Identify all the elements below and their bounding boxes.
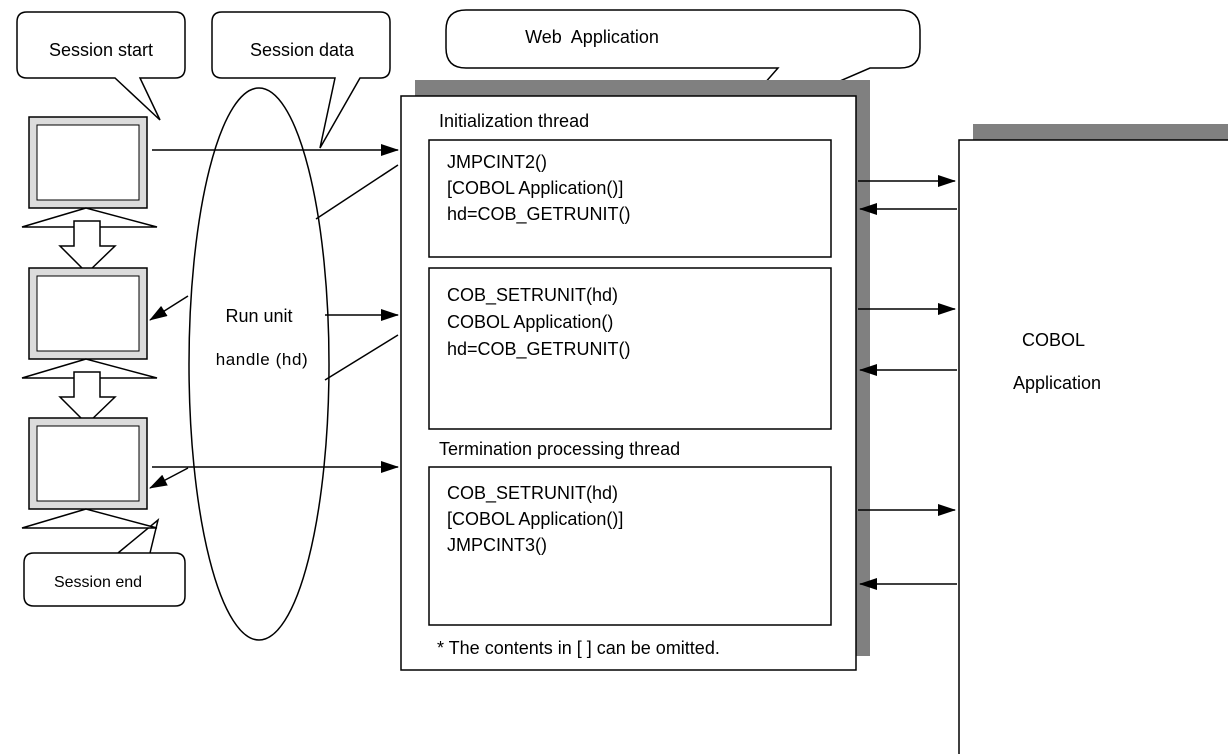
session-start-label: Session start [49, 40, 153, 60]
init-line-1: JMPCINT2() [447, 152, 547, 172]
session-data-label: Session data [250, 40, 355, 60]
term-line-1: COB_SETRUNIT(hd) [447, 483, 618, 504]
session-end-label: Session end [54, 574, 142, 591]
run-unit-label: Run unit [225, 306, 292, 326]
transition-arrow-2 [58, 371, 117, 426]
mid-line-3: hd=COB_GETRUNIT() [447, 339, 631, 360]
session-connectors [149, 144, 399, 489]
transition-arrow-1 [58, 220, 117, 275]
monitor-1 [21, 116, 158, 228]
request-thread-box [428, 267, 832, 430]
callout-session-end: Session end [23, 517, 186, 607]
callout-session-start: Session start [16, 11, 186, 121]
mid-line-2: COBOL Application() [447, 312, 613, 332]
monitor-2 [21, 267, 158, 379]
term-line-2: [COBOL Application()] [447, 509, 623, 529]
init-line-3: hd=COB_GETRUNIT() [447, 204, 631, 225]
init-thread-label: Initialization thread [439, 111, 589, 131]
footnote: * The contents in [ ] can be omitted. [437, 638, 720, 658]
application-label: Application [1013, 373, 1101, 393]
term-line-3: JMPCINT3() [447, 535, 547, 555]
mid-line-1: COB_SETRUNIT(hd) [447, 285, 618, 306]
web-application-label: Web Application [525, 27, 659, 47]
init-line-2: [COBOL Application()] [447, 178, 623, 198]
cobol-app-frame [958, 139, 1228, 754]
run-unit-handle-label: handle (hd) [216, 350, 309, 369]
cobol-connectors [858, 175, 957, 590]
run-unit-handle-ellipse: Run unit handle (hd) [188, 87, 330, 641]
init-thread-box [428, 139, 832, 258]
term-thread-label: Termination processing thread [439, 439, 680, 459]
termination-thread-box [428, 466, 832, 626]
cobol-label: COBOL [1022, 330, 1085, 350]
monitor-3 [21, 417, 158, 529]
callout-session-data: Session data [211, 11, 391, 149]
